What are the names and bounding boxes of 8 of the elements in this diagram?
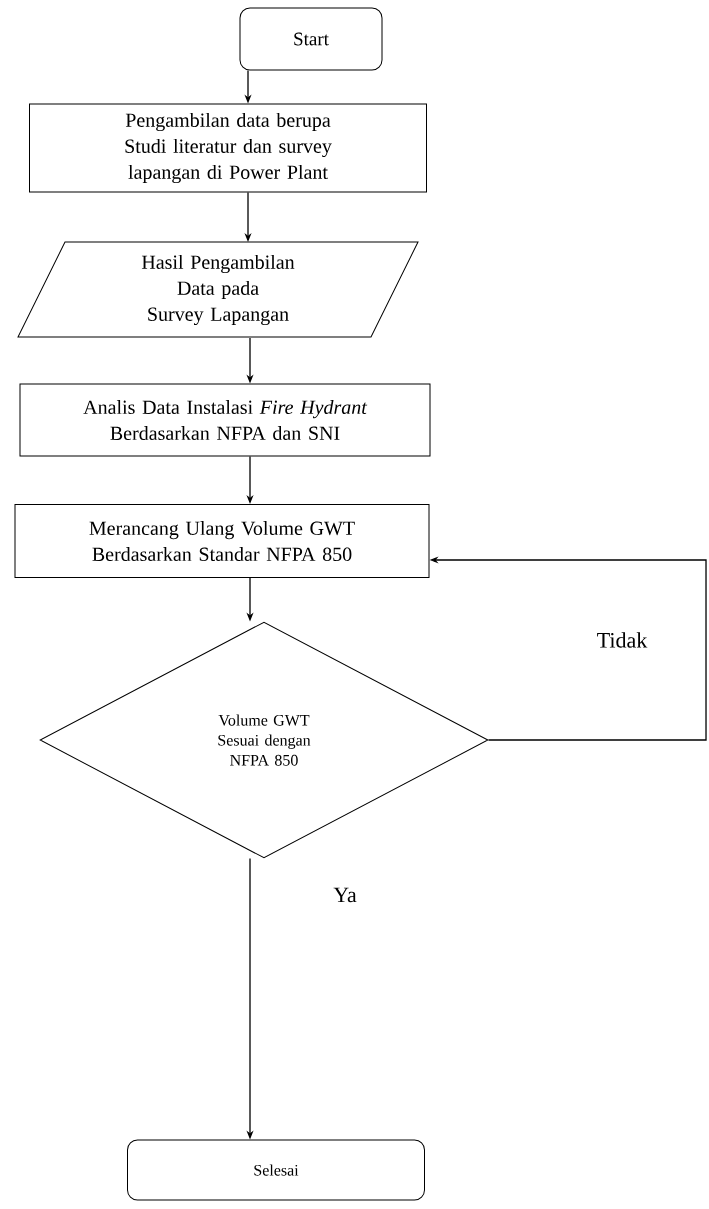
process-box: Analis Data Instalasi Fire Hydrant Berdasarkan NFPA dan SNI (19, 383, 431, 457)
process-box: Merancang Ulang Volume GWT Berdasarkan Standar NFPA 850 (14, 504, 430, 578)
data-parallelogram: Hasil Pengambilan Data pada Survey Lapangan (17, 241, 419, 338)
process-box: Pengambilan data berupa Studi literatur dan survey lapangan di Power Plant (29, 103, 427, 193)
terminal-box: Selesai (127, 1139, 425, 1201)
terminal-box: Start (239, 7, 383, 71)
edge-label: Tidak (595, 631, 649, 649)
edge-label: Ya (332, 886, 358, 904)
